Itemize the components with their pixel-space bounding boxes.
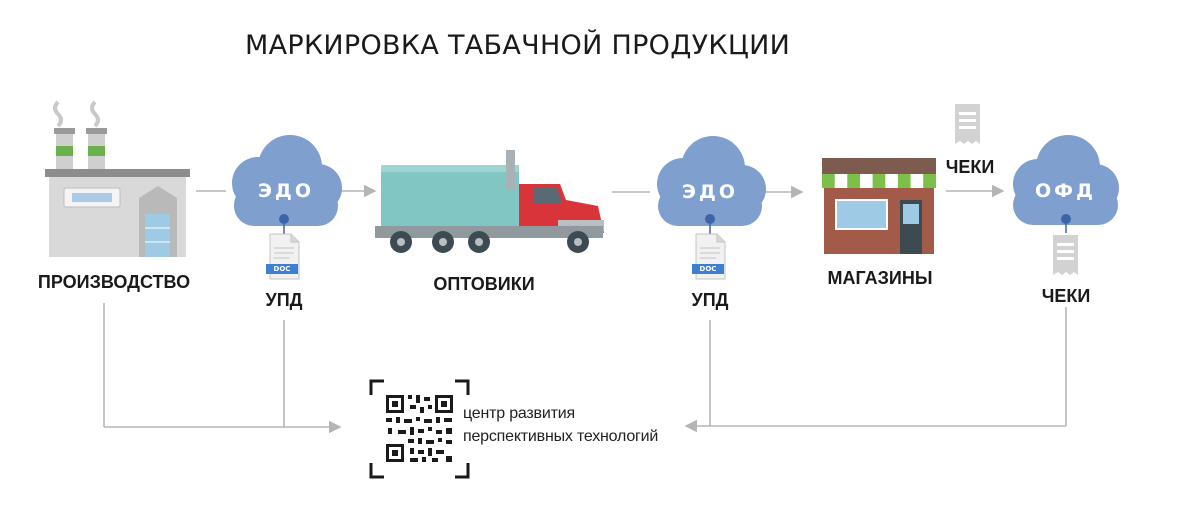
doc-label-2: DOC bbox=[699, 265, 717, 273]
factory-icon bbox=[45, 100, 190, 257]
cloud-connector-dot bbox=[1061, 214, 1071, 224]
cloud-connector-dot bbox=[705, 214, 715, 224]
reporting-lines bbox=[103, 303, 1067, 434]
cloud-icon bbox=[1013, 135, 1119, 225]
logo-text-line-2: перспективных технологий bbox=[463, 428, 659, 445]
cloud-label-ofd: ОФД bbox=[1035, 180, 1096, 202]
label-wholesalers: ОПТОВИКИ bbox=[433, 274, 535, 294]
qr-code-icon bbox=[386, 395, 453, 462]
label-production: ПРОИЗВОДСТВО bbox=[37, 272, 191, 292]
label-upd-1: УПД bbox=[265, 290, 303, 310]
cloud-label-edo-2: ЭДО bbox=[681, 181, 739, 203]
page-title: МАРКИРОВКА ТАБАЧНОЙ ПРОДУКЦИИ bbox=[245, 30, 791, 61]
document-icon bbox=[266, 233, 300, 280]
doc-label-1: DOC bbox=[273, 265, 291, 273]
cloud-connector-dot bbox=[279, 214, 289, 224]
receipt-icon bbox=[955, 104, 980, 144]
flow-connectors bbox=[196, 184, 1005, 199]
logo-text-line-1: центр развития bbox=[463, 405, 575, 422]
receipt-icon bbox=[1053, 235, 1078, 275]
label-checks-top: ЧЕКИ bbox=[945, 157, 995, 177]
document-icon bbox=[692, 233, 726, 280]
truck-icon bbox=[375, 150, 604, 253]
label-checks-bottom: ЧЕКИ bbox=[1041, 286, 1091, 306]
cloud-icon bbox=[232, 135, 342, 226]
label-upd-2: УПД bbox=[691, 290, 729, 310]
cloud-label-edo-1: ЭДО bbox=[257, 180, 315, 202]
cloud-icon bbox=[657, 136, 766, 226]
shop-icon bbox=[822, 158, 936, 254]
label-shops: МАГАЗИНЫ bbox=[827, 268, 933, 288]
logo-frame bbox=[369, 379, 470, 479]
